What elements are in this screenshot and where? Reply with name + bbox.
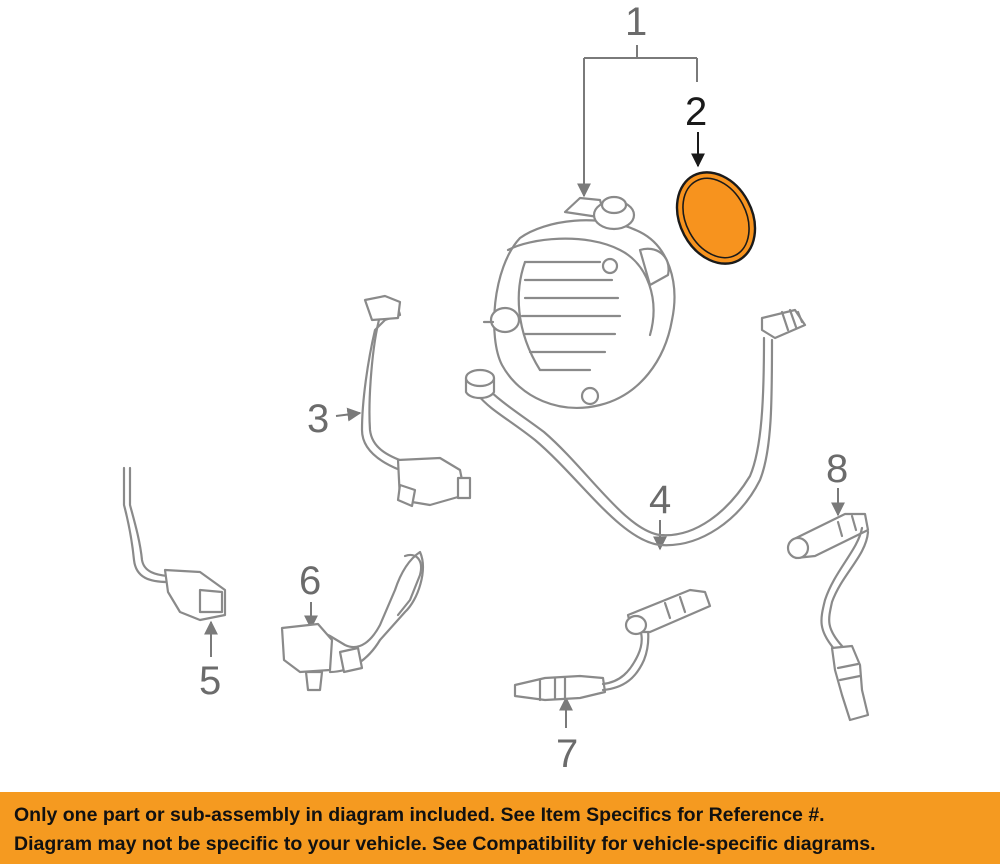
- callout-1: 1: [625, 0, 647, 44]
- callout-7: 7: [556, 732, 578, 776]
- disclaimer-banner: Only one part or sub-assembly in diagram…: [0, 792, 1000, 864]
- hose-part-3: [360, 294, 472, 508]
- callout-4: 4: [649, 478, 671, 522]
- callout-5: 5: [199, 659, 221, 703]
- callout-3: 3: [307, 397, 329, 441]
- oxygen-sensor-part-7: [513, 588, 712, 702]
- oxygen-sensor-part-8: [786, 512, 870, 722]
- disclaimer-line-1: Only one part or sub-assembly in diagram…: [14, 804, 825, 826]
- sensor-part-6: [280, 550, 424, 692]
- exploded-parts-diagram: 1 2 3 4 5 6 7 8: [122, 0, 870, 776]
- sensor-part-5: [122, 466, 227, 622]
- callout-6: 6: [299, 559, 321, 603]
- callout-8: 8: [826, 447, 848, 491]
- gasket-part-2: [675, 171, 757, 265]
- vacuum-pump-part-1: [482, 195, 676, 409]
- leader-1: [577, 45, 698, 198]
- disclaimer-line-2: Diagram may not be specific to your vehi…: [14, 833, 876, 855]
- leader-3: [335, 407, 362, 422]
- callout-2: 2: [685, 90, 707, 134]
- hose-part-4: [464, 308, 807, 547]
